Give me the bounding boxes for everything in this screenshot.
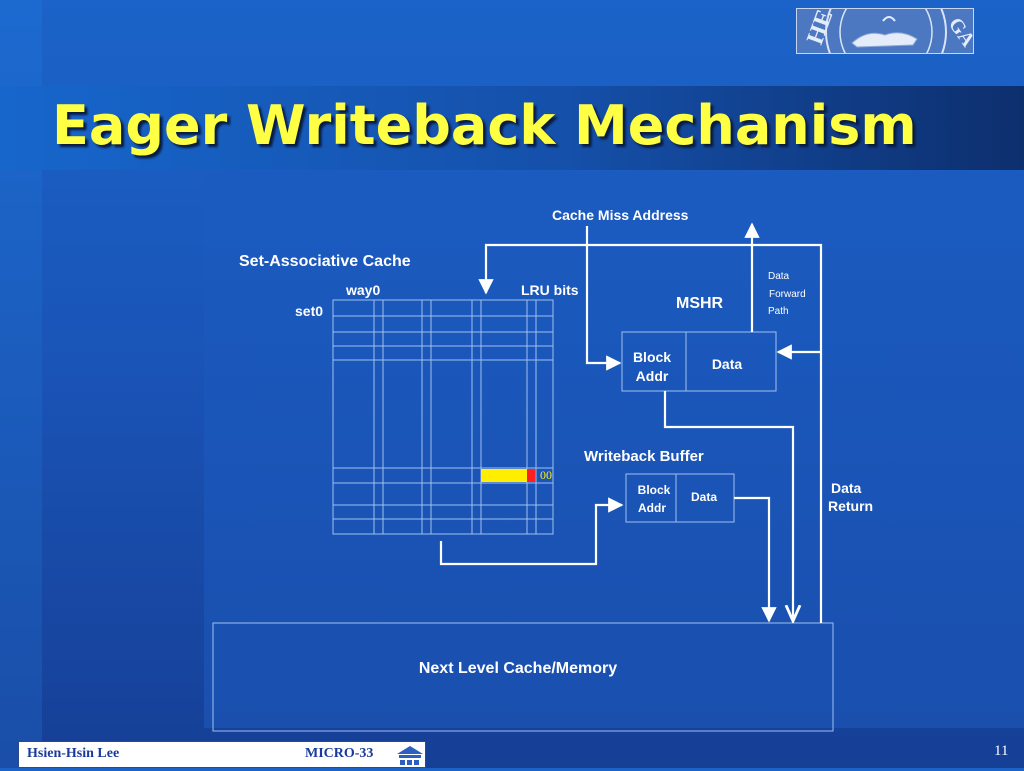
data-forward-path-line3: Path <box>768 306 789 317</box>
way0-label: way0 <box>345 282 380 298</box>
cache-grid <box>332 299 554 535</box>
wb-addr-label: Addr <box>638 501 666 515</box>
dirty-block <box>481 469 527 482</box>
set-assoc-cache-label: Set-Associative Cache <box>239 253 411 270</box>
lru-bits-label: LRU bits <box>521 282 579 298</box>
miss-to-mshr-arrow <box>585 226 622 371</box>
next-level-box <box>212 622 834 732</box>
cache-to-wb-arrow <box>439 497 624 566</box>
slide-title: Eager Writeback Mechanism <box>52 94 917 157</box>
return-to-cache-arrow <box>478 243 823 623</box>
footer-conference: MICRO-33 <box>305 746 374 761</box>
wb-data-label: Data <box>691 490 717 504</box>
wb-block-label: Block <box>638 483 671 497</box>
university-seal-logo: HE GA <box>796 8 974 54</box>
wb-to-memory-arrow <box>734 496 777 623</box>
next-level-label: Next Level Cache/Memory <box>419 660 617 677</box>
data-return-line2: Return <box>828 498 873 514</box>
lru-value: 00 <box>540 468 552 482</box>
connection-arrows <box>439 222 823 623</box>
mshr-addr-label: Addr <box>636 368 669 384</box>
mshr-to-memory-arrow <box>663 391 793 621</box>
diagram-panel <box>204 172 1024 728</box>
mshr-label: MSHR <box>676 295 724 312</box>
conference-emblem-icon <box>395 744 425 771</box>
writeback-buffer-label: Writeback Buffer <box>584 448 704 465</box>
mshr-data-label: Data <box>712 356 743 372</box>
mshr-entry <box>621 331 777 392</box>
mshr-block-label: Block <box>633 349 671 365</box>
title-band <box>0 86 1024 170</box>
lru-marker <box>527 469 535 482</box>
page-number: 11 <box>994 743 1009 759</box>
cache-miss-address-label: Cache Miss Address <box>552 207 689 223</box>
data-return-line1: Data <box>831 480 862 496</box>
set0-label: set0 <box>295 303 323 319</box>
data-forward-path-line2: Forward <box>769 289 806 300</box>
footer-bar: Hsien-Hsin Lee MICRO-33 <box>18 741 426 768</box>
data-forward-path-line1: Data <box>768 271 790 282</box>
footer-author: Hsien-Hsin Lee <box>27 746 120 761</box>
